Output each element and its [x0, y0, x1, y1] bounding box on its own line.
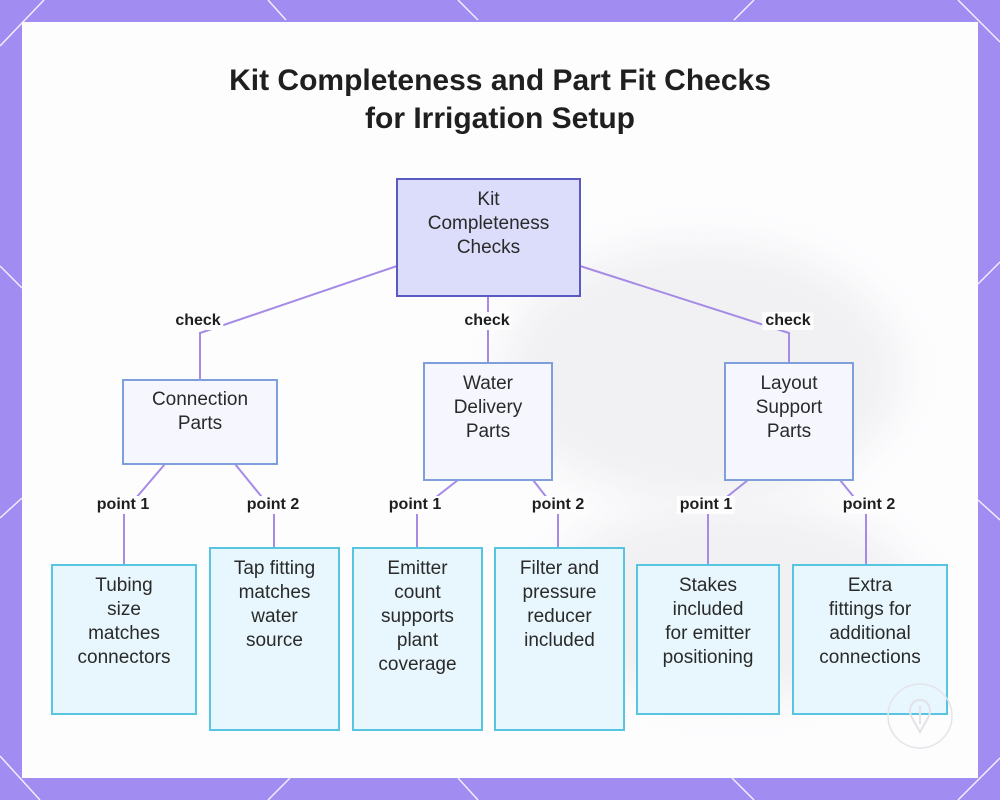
node-text-line: reducer — [527, 606, 592, 627]
connector-water-to-filter — [532, 479, 559, 548]
leaf-node-emitter-count: Emitter count supports plant coverage — [352, 547, 483, 731]
leaf-node-tubing-size: Tubing size matches connectors — [51, 564, 197, 715]
node-text-line: Checks — [456, 237, 521, 258]
edge-label-layout: check — [762, 312, 814, 330]
leaf-node-extra-fittings: Extra fittings for additional connection… — [792, 564, 948, 715]
edge-label-stakes: point 1 — [676, 496, 736, 514]
node-text-line: Filter and — [519, 558, 600, 579]
category-node-connection-parts: Connection Parts — [122, 379, 278, 465]
node-text-line: for emitter — [665, 623, 751, 644]
node-text-line: Parts — [465, 421, 511, 442]
node-text-line: matches — [238, 582, 311, 603]
watermark-logo-icon — [887, 683, 953, 749]
diagram-title: Kit Completeness and Part Fit Checks for… — [0, 62, 1000, 138]
edge-label-connection: check — [172, 312, 224, 330]
connector-water-to-emitter — [416, 479, 459, 548]
node-text-line: Connection — [151, 389, 249, 410]
node-text-line: Layout — [760, 373, 818, 394]
category-node-water-delivery: Water Delivery Parts — [423, 362, 553, 481]
node-text-line: count — [394, 582, 441, 603]
edge-label-emitter: point 1 — [385, 496, 445, 514]
node-text-line: plant — [396, 630, 439, 651]
node-text-line: size — [107, 599, 141, 620]
node-text-line: supports — [381, 606, 454, 627]
node-text-line: additional — [829, 623, 911, 644]
node-text-line: fittings for — [828, 599, 912, 620]
node-text-line: coverage — [378, 654, 457, 675]
node-text-line: Parts — [177, 413, 223, 434]
node-text-line: Parts — [766, 421, 812, 442]
node-text-line: Completeness — [427, 213, 550, 234]
node-text-line: included — [524, 630, 595, 651]
node-text-line: Delivery — [453, 397, 523, 418]
node-text-line: water — [251, 606, 298, 627]
title-line: for Irrigation Setup — [365, 102, 635, 135]
leaf-node-tap-fitting: Tap fitting matches water source — [209, 547, 340, 731]
node-text-line: pressure — [522, 582, 597, 603]
connector-layout-to-stakes — [707, 479, 749, 564]
node-text-line: connections — [819, 647, 921, 668]
node-text-line: Tubing — [95, 575, 153, 596]
leaf-node-stakes-included: Stakes included for emitter positioning — [636, 564, 780, 715]
node-text-line: included — [672, 599, 744, 620]
node-text-line: connectors — [77, 647, 171, 668]
category-node-layout-support: Layout Support Parts — [724, 362, 854, 481]
connector-root-to-connection — [199, 265, 398, 380]
node-text-line: Extra — [847, 575, 893, 596]
node-text-line: Kit — [477, 189, 500, 210]
edge-label-tubing: point 1 — [93, 496, 153, 514]
node-text-line: Water — [463, 373, 513, 394]
node-text-line: matches — [88, 623, 160, 644]
edge-label-filter: point 2 — [528, 496, 588, 514]
node-text-line: Stakes — [678, 575, 738, 596]
title-line: Kit Completeness and Part Fit Checks — [229, 64, 771, 97]
node-text-line: Emitter — [387, 558, 448, 579]
leaf-node-filter-pressure: Filter and pressure reducer included — [494, 547, 625, 731]
root-node-kit-completeness: Kit Completeness Checks — [396, 178, 581, 297]
node-text-line: positioning — [662, 647, 754, 668]
connector-layout-to-extra — [839, 479, 867, 564]
node-text-line: Support — [755, 397, 823, 418]
node-text-line: Tap fitting — [233, 558, 316, 579]
connector-root-to-layout — [579, 265, 790, 362]
edge-label-water: check — [461, 312, 513, 330]
edge-label-tap: point 2 — [243, 496, 303, 514]
node-text-line: source — [245, 630, 303, 651]
connector-connection-to-tubing — [123, 463, 166, 564]
edge-label-extra: point 2 — [839, 496, 899, 514]
